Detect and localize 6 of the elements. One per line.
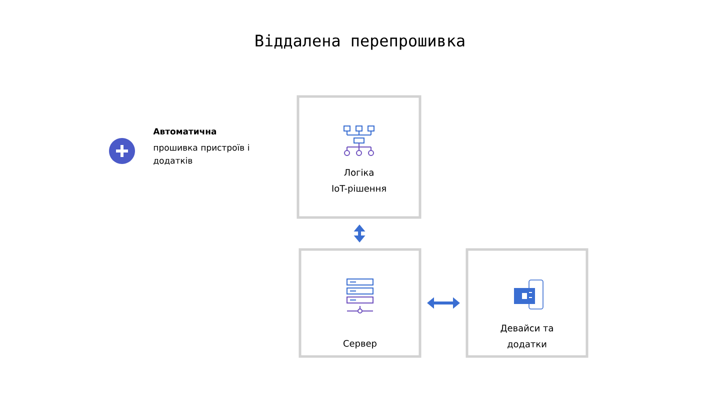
process-box: Сервер [298,248,422,358]
title: Віддалена перепрошивка [256,34,464,50]
process-box: Логіка IoT-рішення [296,95,422,219]
heading: Автоматична [153,128,216,134]
description: прошивка пристроїв і додатків [154,144,249,165]
process-box: Девайси та додатки [466,248,588,358]
